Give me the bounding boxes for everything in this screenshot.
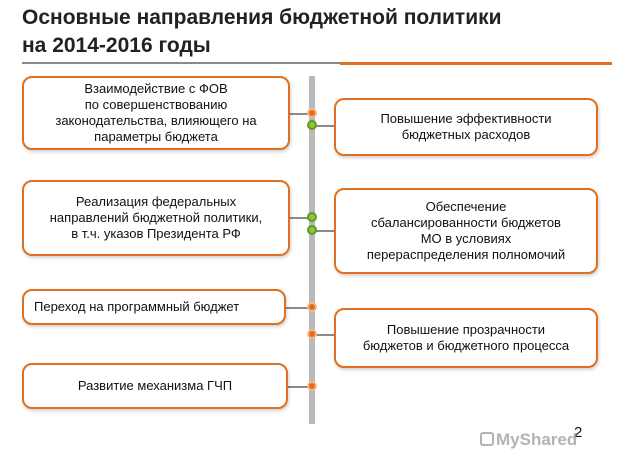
node-dot-1 — [307, 108, 317, 118]
left-box-2-text: Реализация федеральных направлений бюдже… — [49, 194, 263, 241]
connector-right-1 — [312, 125, 334, 127]
center-spine — [309, 76, 315, 424]
connector-left-4 — [288, 386, 312, 388]
left-box-1-text: Взаимодействие с ФОВ по совершенствовани… — [55, 81, 257, 144]
connector-left-3 — [286, 307, 312, 309]
page-title: Основные направления бюджетной политики … — [22, 4, 582, 60]
node-dot-5 — [307, 302, 317, 312]
title-divider — [22, 62, 612, 64]
left-box-4-text: Развитие механизма ГЧП — [77, 378, 233, 393]
right-box-3: Повышение прозрачности бюджетов и бюджет… — [334, 308, 598, 368]
right-box-3-text: Повышение прозрачности бюджетов и бюджет… — [362, 322, 570, 353]
node-dot-3 — [307, 212, 317, 222]
right-box-2-text: Обеспечение сбалансированности бюджетов … — [366, 199, 566, 262]
connector-left-2 — [290, 217, 312, 219]
left-box-4: Развитие механизма ГЧП — [22, 363, 288, 409]
node-dot-6 — [307, 329, 317, 339]
connector-right-3 — [312, 334, 334, 336]
page-number: 2 — [574, 424, 583, 441]
right-box-1: Повышение эффективности бюджетных расход… — [334, 98, 598, 156]
left-box-1: Взаимодействие с ФОВ по совершенствовани… — [22, 76, 290, 150]
connector-left-1 — [290, 113, 312, 115]
connector-right-2 — [312, 230, 334, 232]
node-dot-4 — [307, 225, 317, 235]
node-dot-7 — [307, 381, 317, 391]
left-box-2: Реализация федеральных направлений бюдже… — [22, 180, 290, 256]
right-box-1-text: Повышение эффективности бюджетных расход… — [380, 111, 552, 142]
watermark: MyShared — [496, 430, 577, 450]
left-box-3-text: Переход на программный бюджет — [34, 299, 240, 314]
right-box-2: Обеспечение сбалансированности бюджетов … — [334, 188, 598, 274]
watermark-text: MyShared — [496, 430, 578, 449]
node-dot-2 — [307, 120, 317, 130]
left-box-3: Переход на программный бюджет — [22, 289, 286, 325]
title-accent-bar — [340, 62, 612, 65]
title-text: Основные направления бюджетной политики … — [22, 6, 502, 57]
watermark-logo-icon — [480, 432, 494, 446]
